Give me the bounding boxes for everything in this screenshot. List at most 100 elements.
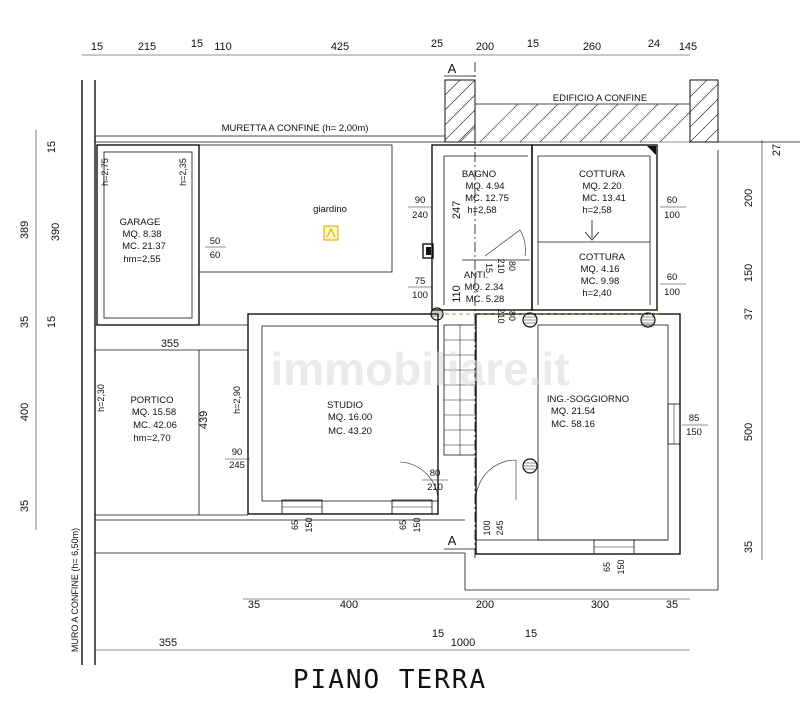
dim-247: 247 [451,201,463,219]
stair-win-w: 75 [415,276,426,287]
stair-win-h: 100 [412,290,428,301]
cottura2-room: COTTURA MQ. 4.16 MC. 9.98 h=2,40 60 100 [579,252,686,299]
anti-mc: MC. 5.28 [466,294,505,305]
bottom2-dim-1: 15 [432,628,444,640]
section-a-bottom: A [448,533,457,548]
boundary-walls [81,79,800,665]
top-dim-3: 110 [214,41,232,53]
garage-room: h=2,75 h=2,35 GARAGE MQ. 8.38 MC. 21.37 … [96,144,226,326]
studio-bwin2-w: 65 [398,520,408,530]
garage-hm: hm=2,55 [123,254,160,265]
studio-left-win-h: 245 [229,460,245,471]
anti-name: ANTI. [464,270,488,281]
bottom-dim-3: 300 [591,599,609,611]
left-dim-5: 400 [19,403,31,421]
garage-h2: h=2,35 [178,158,188,186]
giardino-label: giardino [313,204,347,215]
entrance-door-h: 245 [495,520,505,535]
watermark: immobiliare.it [270,343,569,395]
garage-win-w: 50 [210,236,221,247]
studio-left-win-w: 90 [232,447,243,458]
left-dim-2: 390 [50,223,62,241]
dim-110: 110 [451,285,463,303]
studio-bwin1-w: 65 [290,520,300,530]
top-dim-9: 24 [648,38,660,50]
right-dim-5: 35 [743,541,755,553]
muro-label: MURO A CONFINE (h= 6,50m) [70,528,80,652]
top-dim-1: 215 [138,41,156,53]
top-dim-4: 425 [331,41,349,53]
soggiorno-bwin-h: 150 [616,559,626,574]
studio-mq: MQ. 16.00 [328,412,372,423]
cottura1-h: h=2,58 [582,205,611,216]
bottom2-dim-0: 355 [159,637,177,649]
bottom2-dim-2: 1000 [451,637,475,649]
top-dim-7: 15 [527,38,539,50]
bottom-dim-1: 400 [340,599,358,611]
right-dim-3: 37 [743,308,755,320]
anti-door-b-h: 210 [496,308,506,323]
bagno-mq: MQ. 4.94 [465,181,504,192]
cottura2-h: h=2,40 [582,288,611,299]
cottura1-mq: MQ. 2.20 [582,181,621,192]
portico-mc: MC. 42.06 [133,420,177,431]
garage-win-h: 60 [210,250,221,261]
cottura1-mc: MC. 13.41 [582,193,626,204]
cottura1-room: COTTURA MQ. 2.20 MC. 13.41 h=2,58 60 100 [531,144,686,311]
cottura2-name: COTTURA [579,252,626,263]
section-a-top: A [448,61,457,76]
right-dim-0: 27 [771,144,783,156]
cottura2-mq: MQ. 4.16 [580,264,619,275]
cottura2-win-w: 60 [667,272,678,283]
soggiorno-name: ING.-SOGGIORNO [547,394,629,405]
cottura2-win-h: 100 [664,287,680,298]
cottura1-name: COTTURA [579,169,626,180]
right-dimension-line: 27 200 150 37 500 35 [743,140,783,560]
studio-bwin2-h: 150 [412,517,422,532]
soggiorno-room: ING.-SOGGIORNO MQ. 21.54 MC. 58.16 85 15… [430,307,708,575]
anti-dim-15: 15 [484,263,494,273]
portico-name: PORTICO [130,395,173,406]
portico-area: 355 h=2,30 PORTICO MQ. 15.58 MC. 42.06 h… [95,324,250,516]
top-dim-2: 15 [191,38,203,50]
right-dim-4: 500 [743,423,755,441]
anti-door-a-w: 80 [507,261,517,271]
soggiorno-mc: MC. 58.16 [551,419,595,430]
bottom-dimension-line-2: 355 15 1000 15 [95,628,690,651]
top-dim-5: 25 [431,38,443,50]
plan-title: PIANO TERRA [293,665,487,695]
giardino-area: giardino [198,144,393,273]
portico-mq: MQ. 15.58 [132,407,176,418]
top-dim-6: 200 [476,41,494,53]
left-dim-3: 35 [19,316,31,328]
bagno-h: h=2,58 [467,205,496,216]
bottom2-dim-3: 15 [525,628,537,640]
edificio-label: EDIFICIO A CONFINE [553,93,648,104]
top-dimension-line: 15 215 15 110 425 25 200 15 260 24 145 [82,38,697,56]
entrance-door-w: 100 [482,520,492,535]
studio-room: h=2,90 STUDIO MQ. 16.00 MC. 43.20 80 210… [232,313,448,533]
cottura1-win-h: 100 [664,210,680,221]
bottom-dim-4: 35 [666,599,678,611]
left-dimension-line: 15 389 390 35 15 400 439 35 [19,130,210,530]
left-dim-7: 35 [19,500,31,512]
garage-mq: MQ. 8.38 [122,229,161,240]
soggiorno-win-w: 85 [689,413,700,424]
garage-name: GARAGE [120,217,161,228]
portico-hm: hm=2,70 [133,433,170,444]
studio-door-h: 210 [427,482,443,493]
garage-mc: MC. 21.37 [122,241,166,252]
left-dim-6: 439 [198,411,210,429]
muretta-label: MURETTA A CONFINE (h= 2,00m) [222,123,369,134]
bagno-mc: MC. 12.75 [465,193,509,204]
bagno-win-w: 90 [415,195,426,206]
bottom-dim-0: 35 [248,599,260,611]
bottom-dim-2: 200 [476,599,494,611]
top-dim-8: 260 [583,41,601,53]
tree-icon [326,227,336,238]
left-dim-4: 15 [46,316,58,328]
left-dim-1: 389 [19,221,31,239]
studio-mc: MC. 43.20 [328,426,372,437]
studio-bwin1-h: 150 [304,517,314,532]
bagno-win-h: 240 [412,210,428,221]
